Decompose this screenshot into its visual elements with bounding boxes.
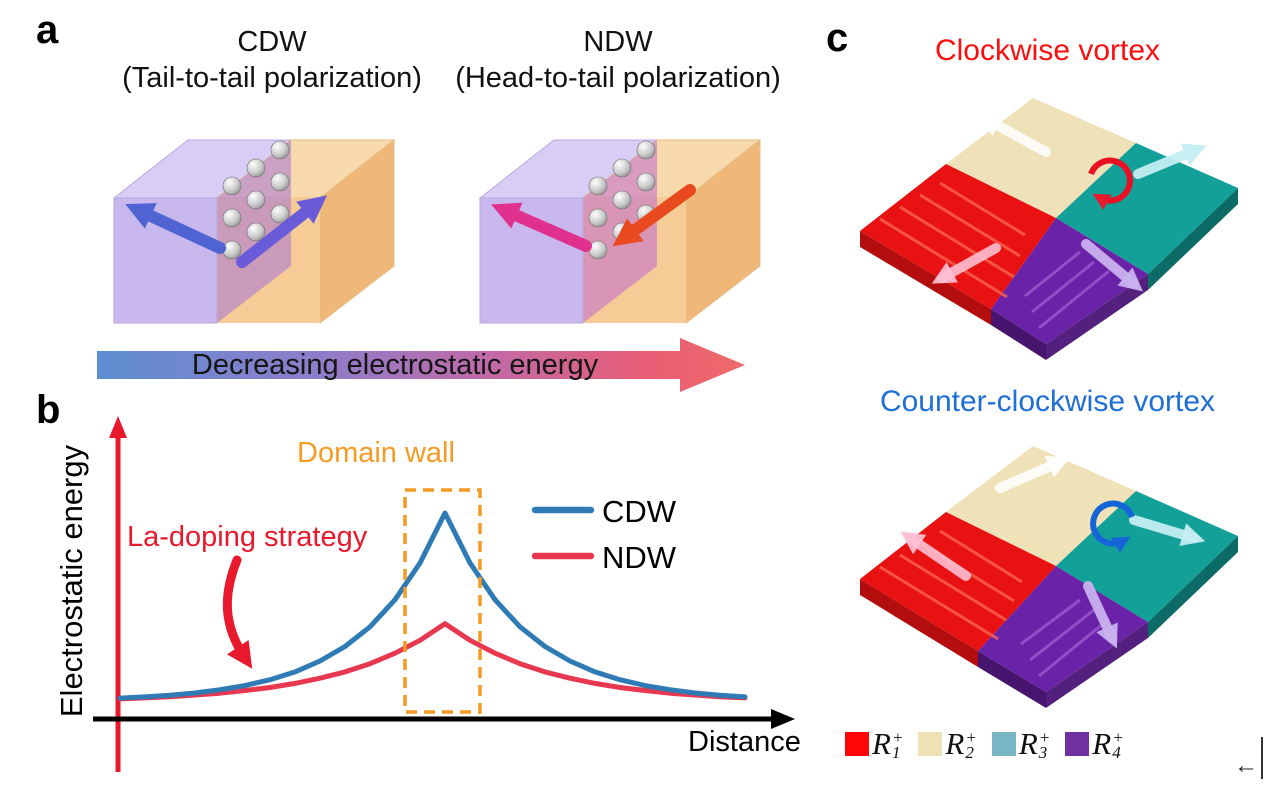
legend-item-r1: R+1 xyxy=(845,726,904,762)
counter-clockwise-vortex-illustration xyxy=(860,446,1238,708)
chart-curves xyxy=(117,510,748,702)
edge-line-artifact xyxy=(1261,737,1263,779)
counter-clockwise-rotation-arrow xyxy=(1090,500,1135,553)
y-axis-arrowhead xyxy=(109,416,127,438)
polarization-arrow-left xyxy=(491,202,592,252)
gradient-arrow-shape xyxy=(97,338,745,392)
arrow-red-up-left xyxy=(900,531,971,581)
side-wall-teal xyxy=(1148,536,1238,638)
x-axis-title: Distance xyxy=(688,726,801,758)
domain-wall-dashed-box xyxy=(403,488,482,714)
legend-swatch-r4 xyxy=(1065,731,1090,756)
terrace-lines-purple xyxy=(1024,250,1110,330)
cdw-cube-illustration xyxy=(112,138,396,325)
ndw-title: NDW xyxy=(583,26,653,58)
domain-polarization-arrows xyxy=(931,114,1207,292)
panel-b-label: b xyxy=(36,388,61,432)
side-wall-purple-right xyxy=(1046,622,1148,708)
energy-distance-chart xyxy=(93,416,795,772)
ndw-subtitle: (Head-to-tail polarization) xyxy=(455,62,781,94)
domain-wall-annotation: Domain wall xyxy=(297,437,455,469)
side-wall-red xyxy=(860,231,991,325)
legend-swatch-r1 xyxy=(845,731,869,756)
gradient-arrow-label: Decreasing electrostatic energy xyxy=(191,349,599,381)
clockwise-vortex-title: Clockwise vortex xyxy=(934,34,1161,67)
curve-ndw xyxy=(117,621,748,702)
legend-swatch-r3 xyxy=(991,731,1016,756)
clockwise-vortex-illustration xyxy=(860,98,1238,360)
side-wall-teal xyxy=(1148,188,1238,290)
domain-r3-teal xyxy=(1056,143,1238,274)
terrace-lines-red xyxy=(879,181,1026,299)
ndw-cube-illustration xyxy=(478,138,762,325)
la-doping-annotation: La-doping strategy xyxy=(127,521,368,553)
legend-label-r4: R+4 xyxy=(1092,726,1124,762)
wall-ion-spheres xyxy=(222,140,290,260)
legend-label-ndw: NDW xyxy=(602,540,677,575)
side-wall-purple-left xyxy=(978,651,1046,708)
counter-clockwise-vortex-title: Counter-clockwise vortex xyxy=(879,385,1216,418)
arrow-teal-up-right xyxy=(1133,143,1207,179)
legend-label-cdw: CDW xyxy=(602,494,677,529)
la-doping-arrow xyxy=(222,555,253,669)
cursor-arrow-artifact: ← xyxy=(1234,752,1258,779)
side-wall-purple-left xyxy=(991,309,1046,360)
panel-a-label: a xyxy=(36,8,59,52)
legend-item-r2: R+2 xyxy=(918,726,977,762)
legend-swatch-r2 xyxy=(918,731,943,756)
energy-gradient-arrow xyxy=(97,338,745,392)
arrow-purple-down xyxy=(1083,581,1118,649)
legend-item-r3: R+3 xyxy=(991,726,1051,762)
domain-legend: R+1 R+2 R+3 R+4 xyxy=(845,726,1124,762)
arrow-red-down-left xyxy=(931,243,1001,284)
domain-r2-cream xyxy=(946,446,1136,566)
x-axis-arrowhead xyxy=(771,709,795,729)
legend-label-r1: R+1 xyxy=(872,726,904,762)
panel-c-label: c xyxy=(826,16,849,60)
arrow-teal-right xyxy=(1129,515,1206,546)
side-wall-red xyxy=(860,579,978,667)
domain-polarization-arrows xyxy=(900,455,1206,649)
arrow-cream-up-left xyxy=(977,114,1051,157)
domain-r4-purple xyxy=(978,566,1148,692)
cdw-title-block: CDW (Tail-to-tail polarization) xyxy=(112,24,432,96)
polarization-arrow-left xyxy=(125,203,226,254)
cdw-subtitle: (Tail-to-tail polarization) xyxy=(122,62,422,94)
polarization-arrow-right xyxy=(236,195,328,268)
curve-cdw xyxy=(117,510,748,701)
arrow-cream-up-right xyxy=(995,455,1071,493)
legend-label-r3: R+3 xyxy=(1018,726,1051,762)
legend-label-r2: R+2 xyxy=(945,726,977,762)
cdw-title: CDW xyxy=(237,26,307,58)
ndw-title-block: NDW (Head-to-tail polarization) xyxy=(438,24,798,96)
legend-item-r4: R+4 xyxy=(1065,726,1124,762)
side-wall-purple-right xyxy=(1046,274,1148,360)
clockwise-rotation-arrow xyxy=(1088,157,1133,210)
arrow-purple-down-right xyxy=(1081,239,1143,292)
polarization-arrow-right xyxy=(612,184,696,247)
